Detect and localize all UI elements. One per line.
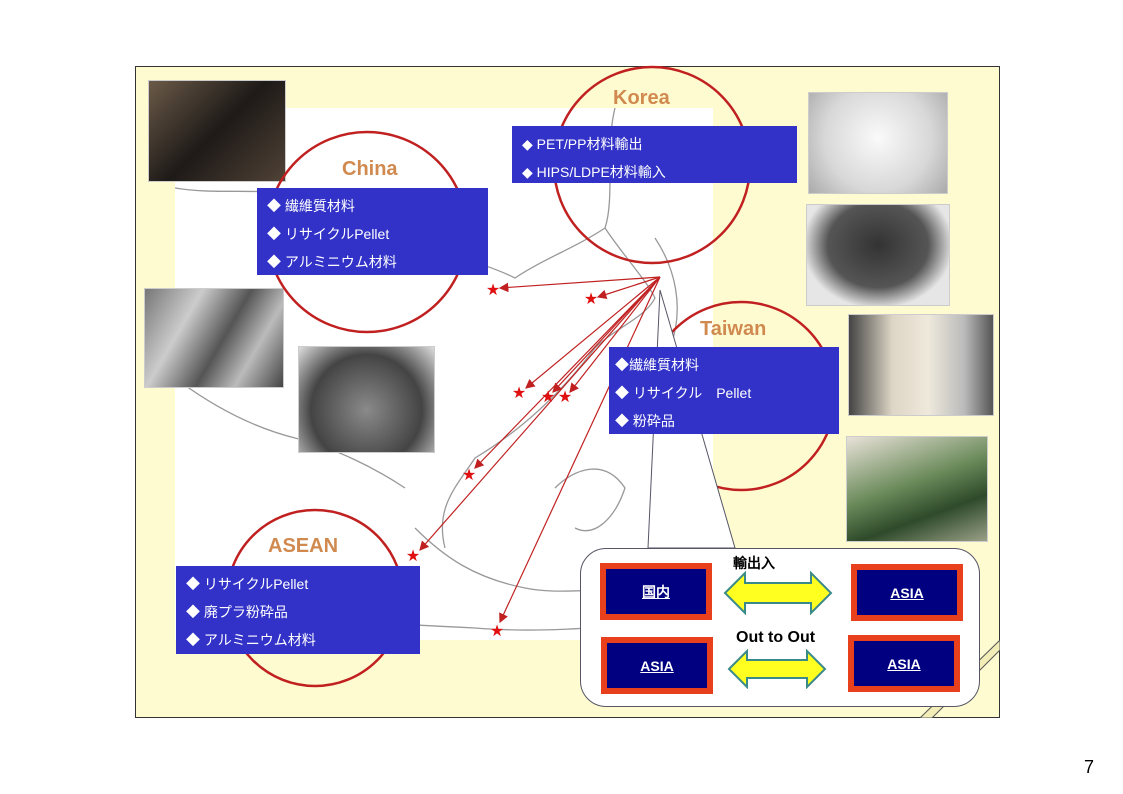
asean-items-box: ◆ リサイクルPellet ◆ 廃プラ粉砕品 ◆ アルミニウム材料 [176,566,420,654]
photo-green-fiber [846,436,988,542]
asia-tile-bottom-right: ASIA [848,635,960,692]
double-arrow-bottom [727,649,827,689]
double-arrow-top [723,571,833,615]
taiwan-title: Taiwan [700,318,767,340]
out-to-out-label: Out to Out [736,629,816,646]
photo-black-pellets [806,204,950,306]
korea-item: ◆ PET/PP材料輸出 [522,136,643,152]
china-title: China [342,158,398,180]
asean-item: ◆ アルミニウム材料 [186,632,316,648]
photo-white-powder [808,92,948,194]
photo-fiber-black [148,80,286,182]
taiwan-item: ◆繊維質材料 [615,357,699,373]
korea-item: ◆ HIPS/LDPE材料輸入 [522,164,666,180]
korea-title: Korea [613,87,670,109]
asean-item: ◆ リサイクルPellet [186,576,309,592]
china-items-box: ◆ 繊維質材料 ◆ リサイクルPellet ◆ アルミニウム材料 [257,188,488,275]
china-item: ◆ リサイクルPellet [267,226,390,242]
asia-tile-bottom-left: ASIA [601,637,713,694]
china-item: ◆ アルミニウム材料 [267,254,397,270]
photo-white-yarn [848,314,994,416]
asia-tile-top-right: ASIA [851,564,963,621]
import-export-label: 輸出入 [733,555,775,571]
photo-plastic-film [144,288,284,388]
china-item: ◆ 繊維質材料 [267,198,355,214]
asean-title: ASEAN [268,535,339,557]
taiwan-items-box: ◆繊維質材料 ◆ リサイクル Pellet ◆ 粉砕品 [609,347,839,434]
asean-item: ◆ 廃プラ粉砕品 [186,604,288,620]
page-number: 7 [1084,757,1095,777]
trade-flow-panel: 国内 ASIA ASIA ASIA 輸出入 Out to Out [580,548,980,707]
korea-items-box: ◆ PET/PP材料輸出 ◆ HIPS/LDPE材料輸入 [512,126,797,183]
photo-aluminum-granules [298,346,435,453]
taiwan-item: ◆ リサイクル Pellet [615,385,752,401]
taiwan-item: ◆ 粉砕品 [615,413,675,429]
domestic-tile: 国内 [600,563,712,620]
